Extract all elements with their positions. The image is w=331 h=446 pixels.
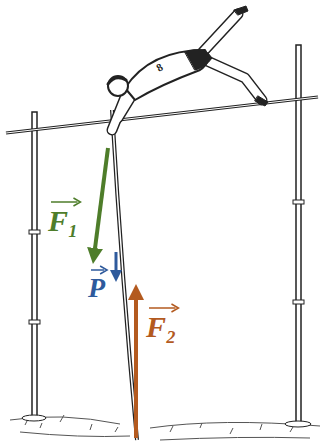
force-label: F₁ [48, 206, 78, 236]
vector-arrow-shaft [51, 201, 77, 203]
vaulting-pole [112, 110, 137, 440]
ground [10, 415, 320, 440]
vector-arrow-head [73, 198, 80, 206]
force-label: F₂ [146, 312, 176, 342]
vector-arrow [91, 265, 110, 275]
vaulting-pole-highlight [112, 110, 137, 440]
force-vector-f1 [94, 148, 108, 256]
vector-arrow-head [171, 304, 178, 312]
force-vector-f2 [134, 292, 138, 438]
weight-label: P [88, 274, 105, 302]
vector-arrow [51, 197, 83, 207]
athlete [108, 6, 268, 130]
vector-arrow-head [100, 266, 107, 274]
weight-vector [115, 252, 118, 276]
vector-arrow-shaft [149, 307, 175, 309]
crossbar-highlight [6, 97, 318, 133]
vector-arrow-shaft [91, 269, 104, 271]
crossbar [6, 97, 318, 133]
vector-arrow [149, 303, 181, 313]
standards [22, 45, 311, 427]
